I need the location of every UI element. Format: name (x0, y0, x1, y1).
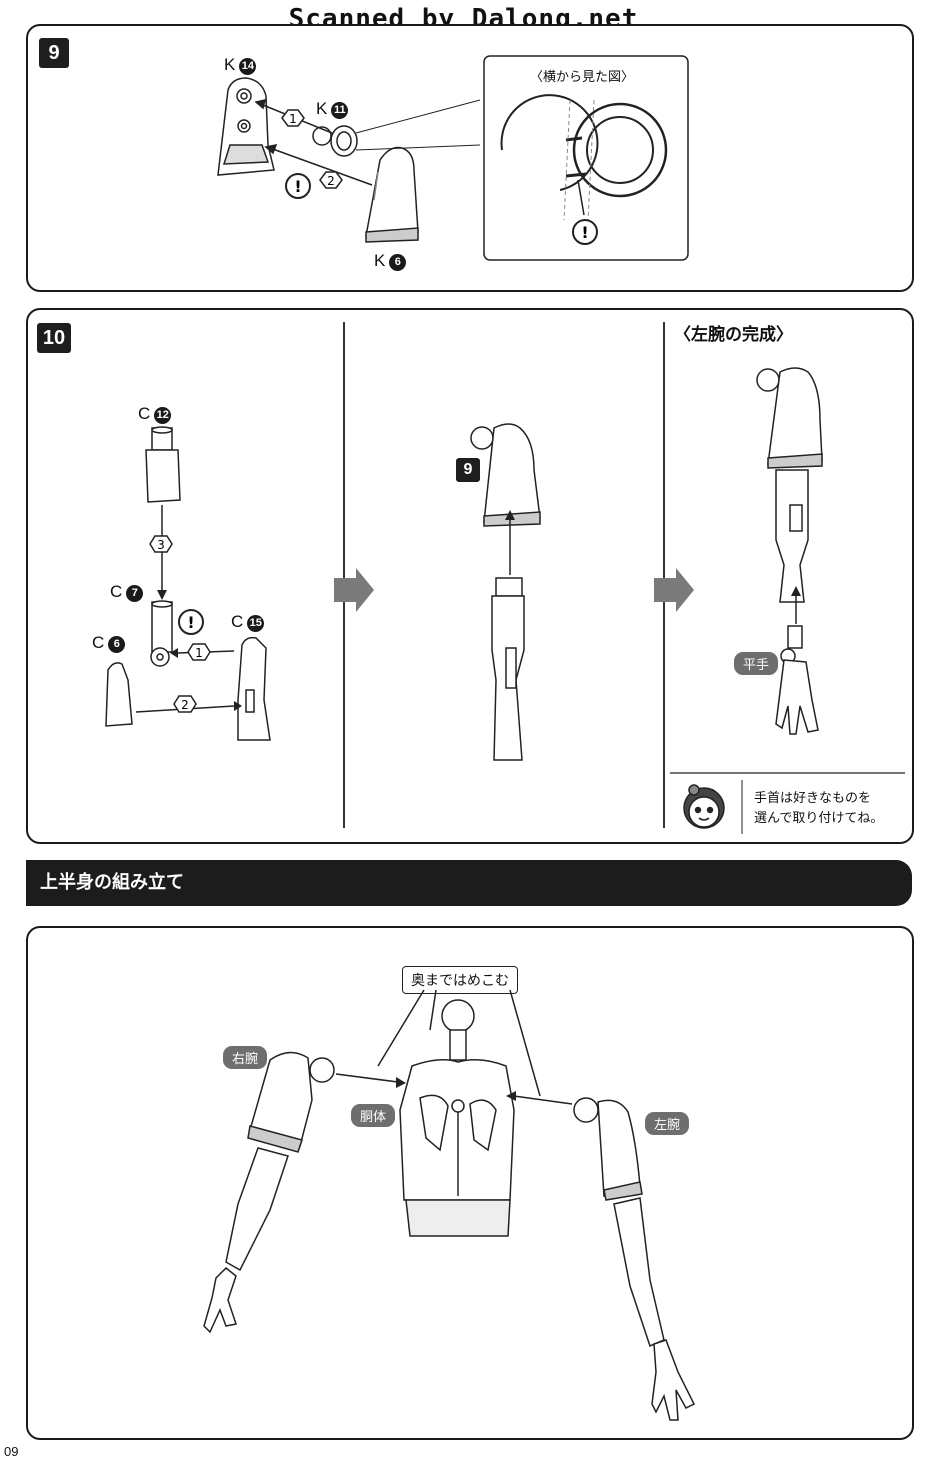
tip-line-2: 選んで取り付けてね。 (754, 811, 884, 826)
order-marker-2b (173, 695, 197, 713)
order-marker-1 (281, 109, 305, 127)
torso-label: 胴体 (351, 1104, 396, 1127)
step-10-illustration: 3 ! 1 2 (105, 367, 905, 834)
flat-hand-part (775, 625, 819, 735)
step-9-illustration: 1 2 ! ! (217, 55, 689, 261)
right-arm-label: 右腕 (223, 1046, 268, 1069)
order-text-2: 2 (327, 174, 335, 188)
flat-hand-label: 平手 (734, 652, 779, 675)
callout-insert-fully: 奥まではめこむ (402, 966, 518, 994)
part-k6-shape (365, 146, 419, 243)
left-arm-shape (573, 1097, 696, 1421)
caution-icon (285, 173, 311, 199)
order-marker-1b (187, 643, 211, 661)
part-c15-shape (237, 636, 271, 741)
page-number: 09 (4, 1444, 19, 1459)
caution-icon-inset (572, 219, 598, 245)
ref-step-9: 9 (456, 458, 480, 482)
order-marker-3 (149, 535, 173, 553)
section-title-upper-body: 上半身の組み立て (26, 860, 912, 906)
torso-shape (399, 999, 515, 1237)
svg-text:2: 2 (181, 698, 189, 712)
part-k11-shape (312, 125, 358, 157)
part-c6-shape (105, 662, 133, 727)
order-marker-2 (319, 171, 343, 189)
svg-text:!: ! (581, 223, 588, 242)
flow-arrow-1 (334, 568, 374, 612)
inset-caption: 〈横から見た図〉 (530, 70, 635, 85)
mascot-avatar (683, 784, 725, 829)
step-9-panel (26, 24, 914, 292)
svg-text:3: 3 (157, 538, 165, 552)
left-arm-complete-title: 〈左腕の完成〉 (674, 325, 793, 345)
step-9-number: 9 (39, 38, 69, 68)
right-arm-shape (203, 1051, 335, 1334)
svg-text:!: ! (294, 177, 301, 196)
svg-text:1: 1 (195, 646, 203, 660)
flow-arrow-2 (654, 568, 694, 612)
part-c12-shape (145, 426, 181, 503)
part-c7-shape (150, 600, 173, 667)
complete-left-arm (756, 367, 823, 603)
middle-arm (491, 577, 525, 761)
divider-1 (343, 322, 345, 828)
divider-2 (663, 322, 665, 828)
step-10-panel (26, 308, 914, 844)
left-arm-label: 左腕 (645, 1112, 690, 1135)
svg-text:!: ! (187, 613, 194, 632)
tip-line-1: 手首は好きなものを (754, 791, 872, 806)
step-10-number: 10 (37, 323, 71, 353)
tip-text: 手首は好きなものを 選んで取り付けてね。 (754, 789, 883, 829)
order-text-1: 1 (289, 112, 297, 126)
